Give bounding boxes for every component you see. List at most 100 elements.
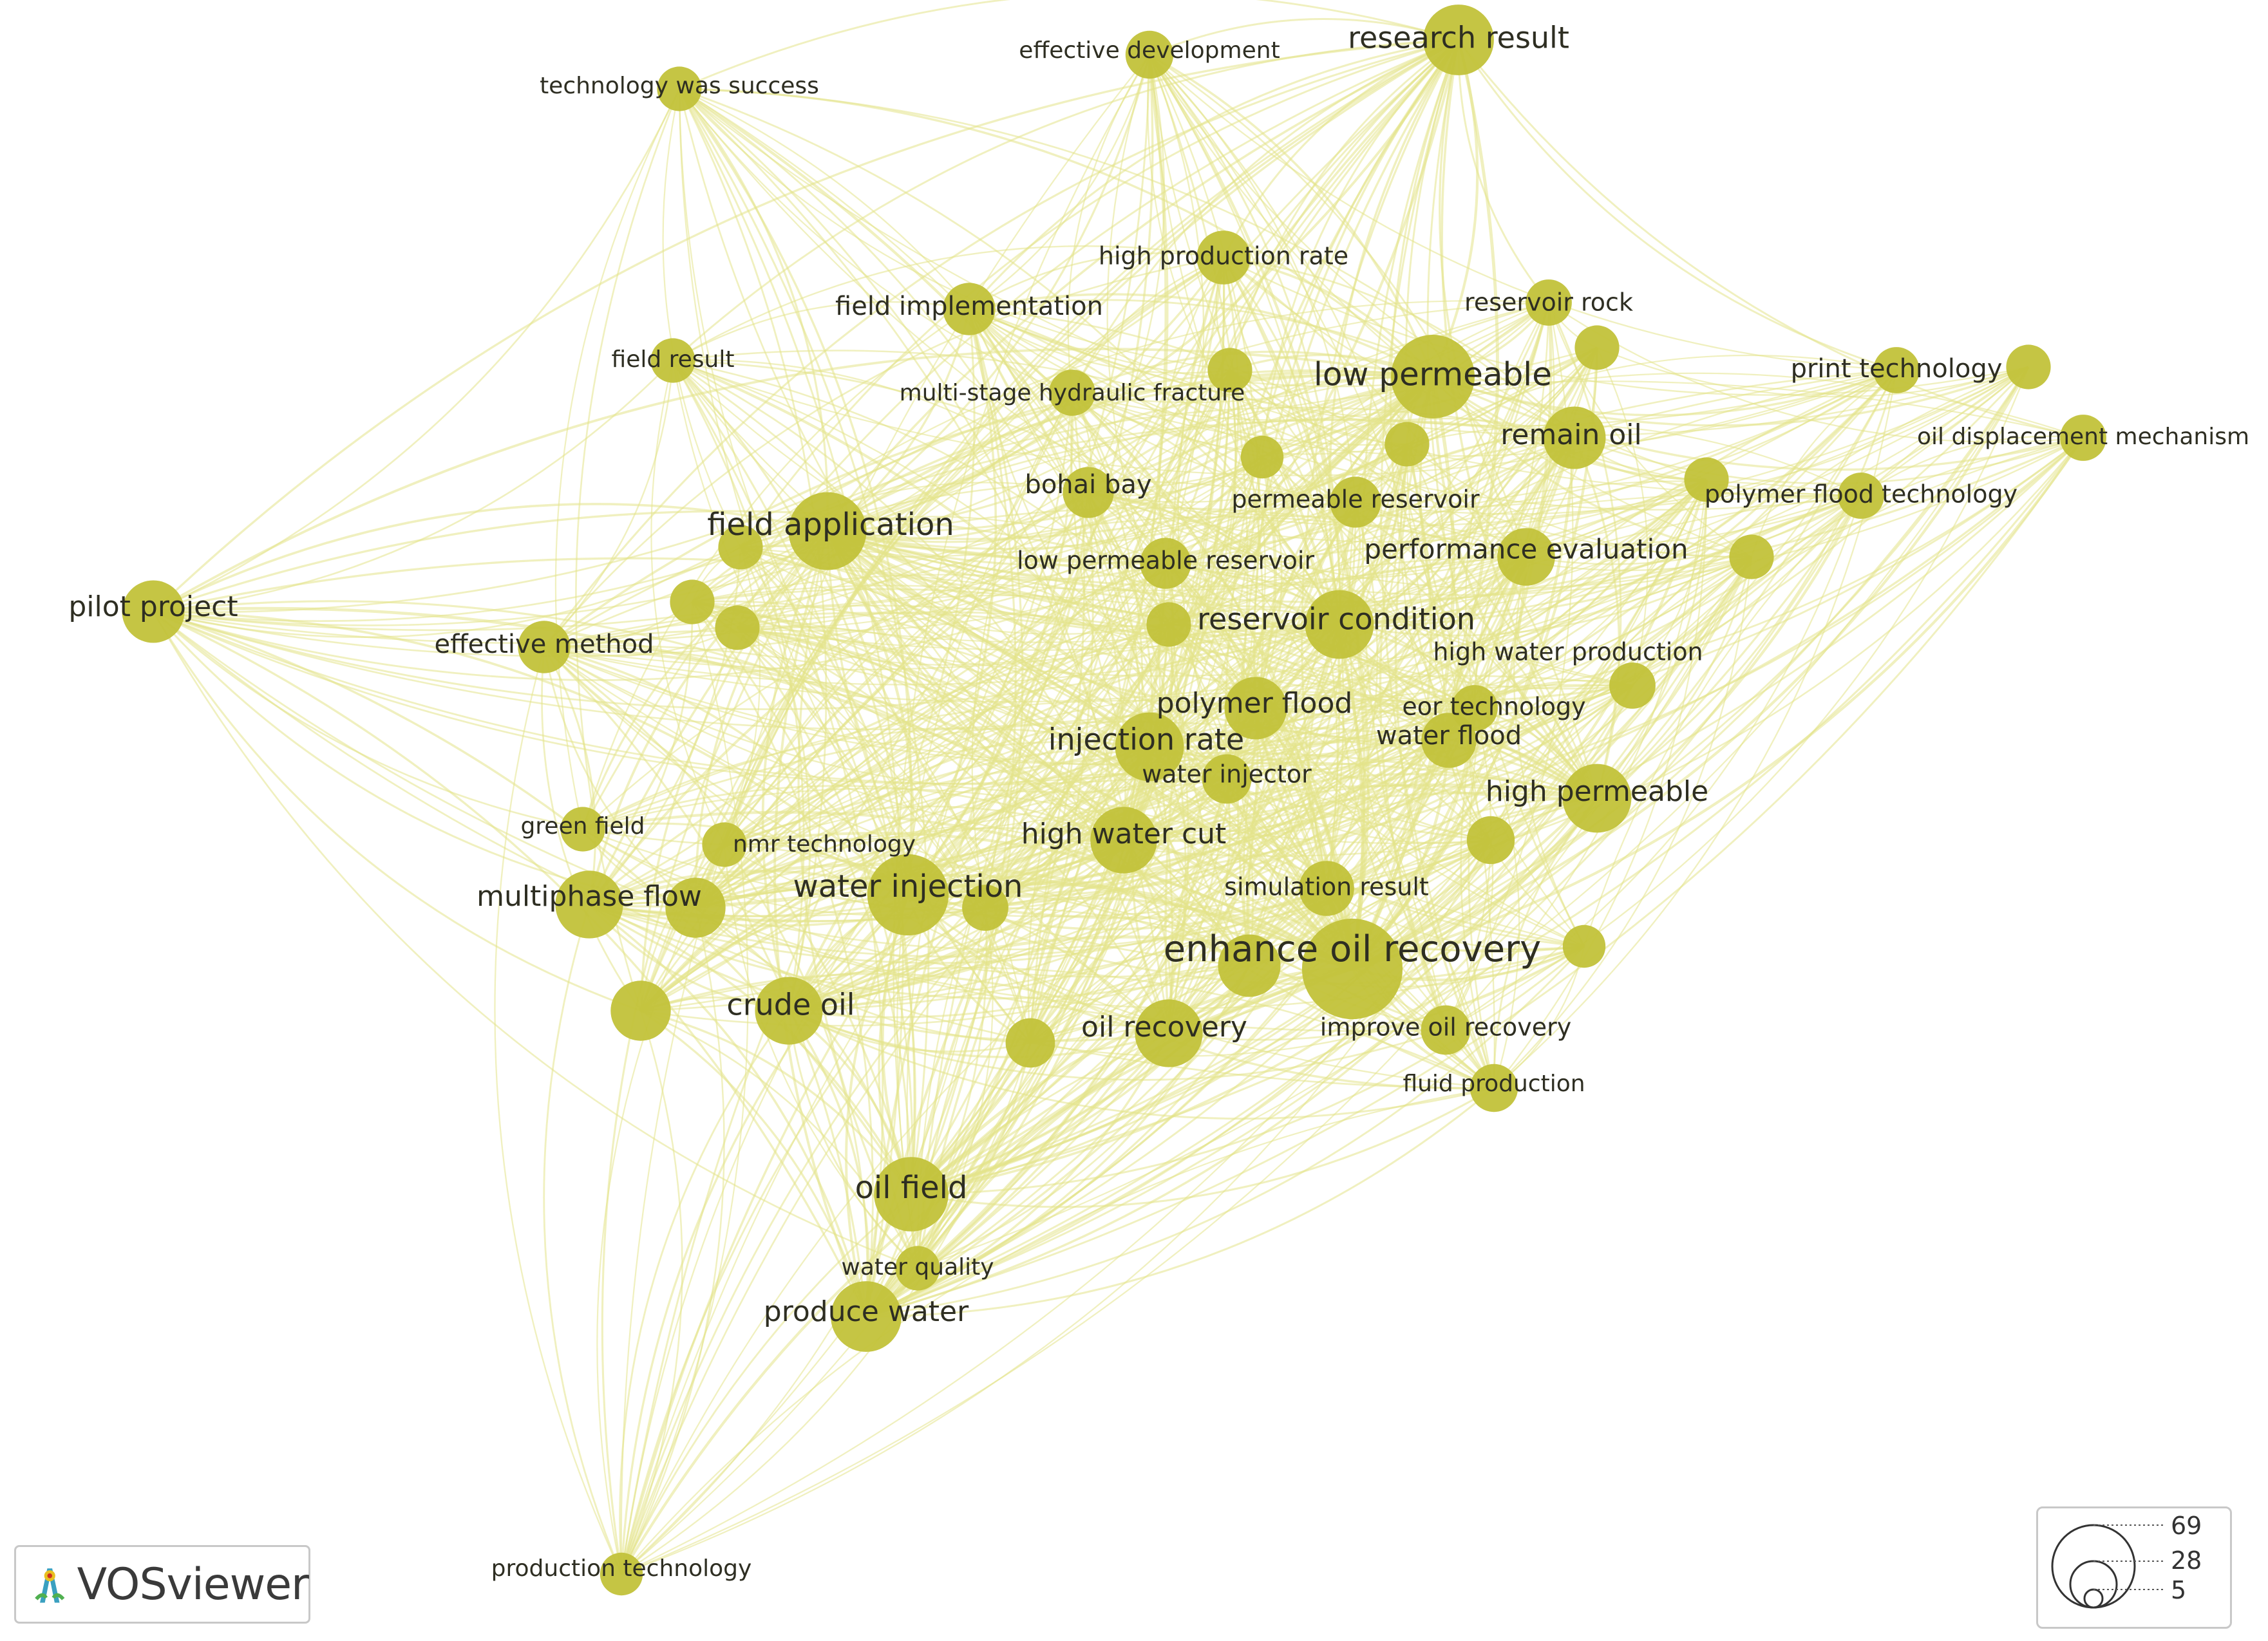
label-oil-recovery[interactable]: oil recovery — [1081, 1011, 1247, 1044]
node-water-injection[interactable] — [867, 854, 949, 936]
label-effective-method[interactable]: effective method — [434, 630, 654, 659]
label-water-flood[interactable]: water flood — [1376, 721, 1522, 751]
label-production-technology[interactable]: production technology — [491, 1555, 752, 1582]
label-research-result[interactable]: research result — [1348, 21, 1569, 55]
node-multiphase-flow[interactable] — [555, 870, 623, 939]
node-field-result[interactable] — [650, 338, 695, 383]
label-reservoir-condition[interactable]: reservoir condition — [1197, 602, 1475, 637]
node-u16[interactable] — [2006, 344, 2051, 389]
label-green-field[interactable]: green field — [520, 813, 645, 839]
node-u2[interactable] — [610, 980, 671, 1041]
node-u6[interactable] — [718, 525, 763, 570]
label-improve-oil-recovery[interactable]: improve oil recovery — [1320, 1013, 1571, 1042]
label-high-permeable[interactable]: high permeable — [1486, 775, 1708, 808]
label-permeable-reservoir[interactable]: permeable reservoir — [1231, 485, 1480, 514]
label-print-technology[interactable]: print technology — [1791, 354, 2003, 384]
node-oil-displacement-mechanism[interactable] — [2060, 415, 2106, 461]
node-u8[interactable] — [715, 605, 760, 650]
node-effective-method[interactable] — [518, 621, 571, 673]
node-polymer-flood[interactable] — [1224, 677, 1287, 740]
node-u13[interactable] — [1574, 325, 1620, 370]
label-remain-oil[interactable]: remain oil — [1500, 418, 1641, 451]
node-performance-evaluation[interactable] — [1497, 528, 1555, 586]
node-u4[interactable] — [1005, 1018, 1055, 1068]
node-oil-recovery[interactable] — [1135, 999, 1203, 1067]
label-nmr-technology[interactable]: nmr technology — [733, 831, 916, 858]
node-injection-rate[interactable] — [1115, 712, 1184, 782]
label-performance-evaluation[interactable]: performance evaluation — [1364, 534, 1688, 565]
node-high-water-cut[interactable] — [1090, 807, 1157, 874]
node-field-application[interactable] — [788, 492, 867, 570]
node-effective-development[interactable] — [1125, 30, 1174, 79]
node-print-technology[interactable] — [1873, 347, 1920, 393]
label-crude-oil[interactable]: crude oil — [726, 988, 855, 1022]
label-water-injection[interactable]: water injection — [793, 868, 1023, 905]
label-eor-technology[interactable]: eor technology — [1402, 693, 1585, 721]
node-polymer-flood-technology[interactable] — [1838, 473, 1884, 519]
node-water-injector[interactable] — [1202, 754, 1252, 804]
label-field-application[interactable]: field application — [707, 507, 954, 543]
label-reservoir-rock[interactable]: reservoir rock — [1464, 288, 1633, 317]
node-multi-stage-hydraulic-fracture[interactable] — [1049, 370, 1095, 416]
node-nmr-technology[interactable] — [702, 822, 747, 867]
label-pilot-project[interactable]: pilot project — [68, 590, 238, 623]
node-u10[interactable] — [1207, 348, 1252, 393]
node-field-implementation[interactable] — [943, 283, 996, 335]
node-reservoir-rock[interactable] — [1526, 279, 1572, 326]
node-permeable-reservoir[interactable] — [1330, 476, 1381, 528]
node-improve-oil-recovery[interactable] — [1421, 1005, 1471, 1055]
label-polymer-flood[interactable]: polymer flood — [1157, 687, 1353, 720]
node-produce-water[interactable] — [831, 1281, 902, 1352]
label-oil-field[interactable]: oil field — [855, 1170, 968, 1206]
label-technology-was-success[interactable]: technology was success — [540, 73, 819, 99]
label-low-permeable-reservoir[interactable]: low permeable reservoir — [1017, 547, 1315, 575]
label-water-quality[interactable]: water quality — [841, 1254, 994, 1280]
node-remain-oil[interactable] — [1543, 406, 1606, 469]
label-high-water-production[interactable]: high water production — [1433, 638, 1703, 666]
node-production-technology[interactable] — [600, 1552, 643, 1596]
node-high-permeable[interactable] — [1562, 764, 1632, 833]
label-produce-water[interactable]: produce water — [764, 1295, 969, 1328]
node-bohai-bay[interactable] — [1063, 467, 1114, 518]
label-enhance-oil-recovery[interactable]: enhance oil recovery — [1164, 928, 1542, 970]
node-u14[interactable] — [1684, 457, 1729, 502]
node-fluid-production[interactable] — [1469, 1064, 1518, 1112]
node-green-field[interactable] — [560, 807, 605, 852]
label-water-injector[interactable]: water injector — [1142, 760, 1312, 789]
label-fluid-production[interactable]: fluid production — [1403, 1071, 1585, 1097]
node-pilot-project[interactable] — [122, 580, 185, 643]
node-u5[interactable] — [962, 885, 1008, 931]
node-u18[interactable] — [1562, 924, 1606, 968]
node-u1[interactable] — [1218, 934, 1281, 997]
node-u15[interactable] — [1729, 534, 1774, 579]
label-low-permeable[interactable]: low permeable — [1314, 356, 1552, 393]
label-field-implementation[interactable]: field implementation — [835, 292, 1103, 321]
node-high-water-production[interactable] — [1609, 662, 1656, 709]
node-water-quality[interactable] — [895, 1246, 940, 1291]
label-oil-displacement-mechanism[interactable]: oil displacement mechanism — [1917, 424, 2249, 450]
node-research-result[interactable] — [1423, 5, 1494, 75]
node-high-production-rate[interactable] — [1196, 230, 1251, 285]
node-enhance-oil-recovery[interactable] — [1301, 918, 1403, 1020]
label-high-production-rate[interactable]: high production rate — [1099, 242, 1348, 270]
label-effective-development[interactable]: effective development — [1019, 37, 1280, 64]
node-u7[interactable] — [670, 579, 715, 624]
node-oil-field[interactable] — [874, 1157, 949, 1232]
node-reservoir-condition[interactable] — [1305, 590, 1374, 659]
node-u3[interactable] — [665, 877, 726, 938]
label-simulation-result[interactable]: simulation result — [1224, 873, 1429, 901]
label-high-water-cut[interactable]: high water cut — [1021, 818, 1227, 850]
node-u17[interactable] — [1466, 816, 1515, 865]
label-field-result[interactable]: field result — [612, 346, 735, 373]
node-u12[interactable] — [1384, 422, 1430, 467]
node-simulation-result[interactable] — [1299, 861, 1354, 916]
node-low-permeable-reservoir[interactable] — [1140, 538, 1191, 589]
label-bohai-bay[interactable]: bohai bay — [1025, 470, 1151, 500]
node-u11[interactable] — [1240, 435, 1284, 479]
node-low-permeable[interactable] — [1391, 335, 1475, 418]
label-polymer-flood-technology[interactable]: polymer flood technology — [1705, 480, 2018, 509]
label-multiphase-flow[interactable]: multiphase flow — [477, 880, 702, 913]
label-injection-rate[interactable]: injection rate — [1048, 722, 1244, 757]
label-multi-stage-hydraulic-fracture[interactable]: multi-stage hydraulic fracture — [900, 380, 1245, 406]
